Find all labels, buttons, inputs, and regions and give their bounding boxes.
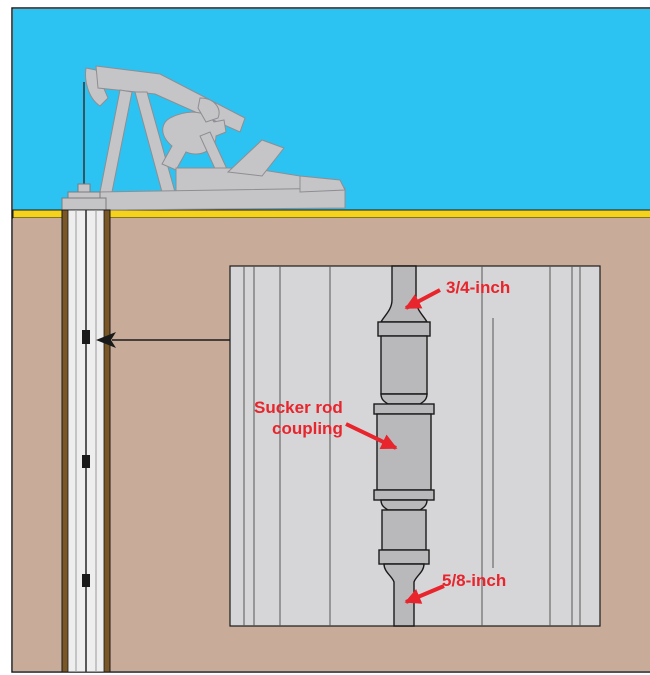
inset-tubing-lines	[243, 266, 581, 626]
wellhead	[61, 183, 107, 211]
label-coupling-line2: coupling	[272, 419, 343, 438]
well-coupling-marker	[82, 330, 90, 344]
arrow-top-rod	[404, 288, 441, 310]
detail-leader-arrowhead	[96, 332, 116, 348]
outer-frame	[11, 7, 650, 673]
label-bottom-rod: 5/8-inch	[442, 571, 506, 590]
arrow-bottom-rod	[404, 584, 445, 604]
label-coupling-line1: Sucker rod	[254, 398, 343, 417]
arrow-coupling	[345, 422, 398, 450]
pumpjack-icon	[85, 65, 346, 211]
label-top-rod: 3/4-inch	[446, 278, 510, 297]
sucker-rod-assembly	[373, 265, 435, 627]
well-coupling-marker	[82, 455, 90, 468]
callout-arrows	[345, 288, 445, 604]
well-coupling-marker	[82, 574, 90, 587]
well-casing	[61, 209, 111, 673]
